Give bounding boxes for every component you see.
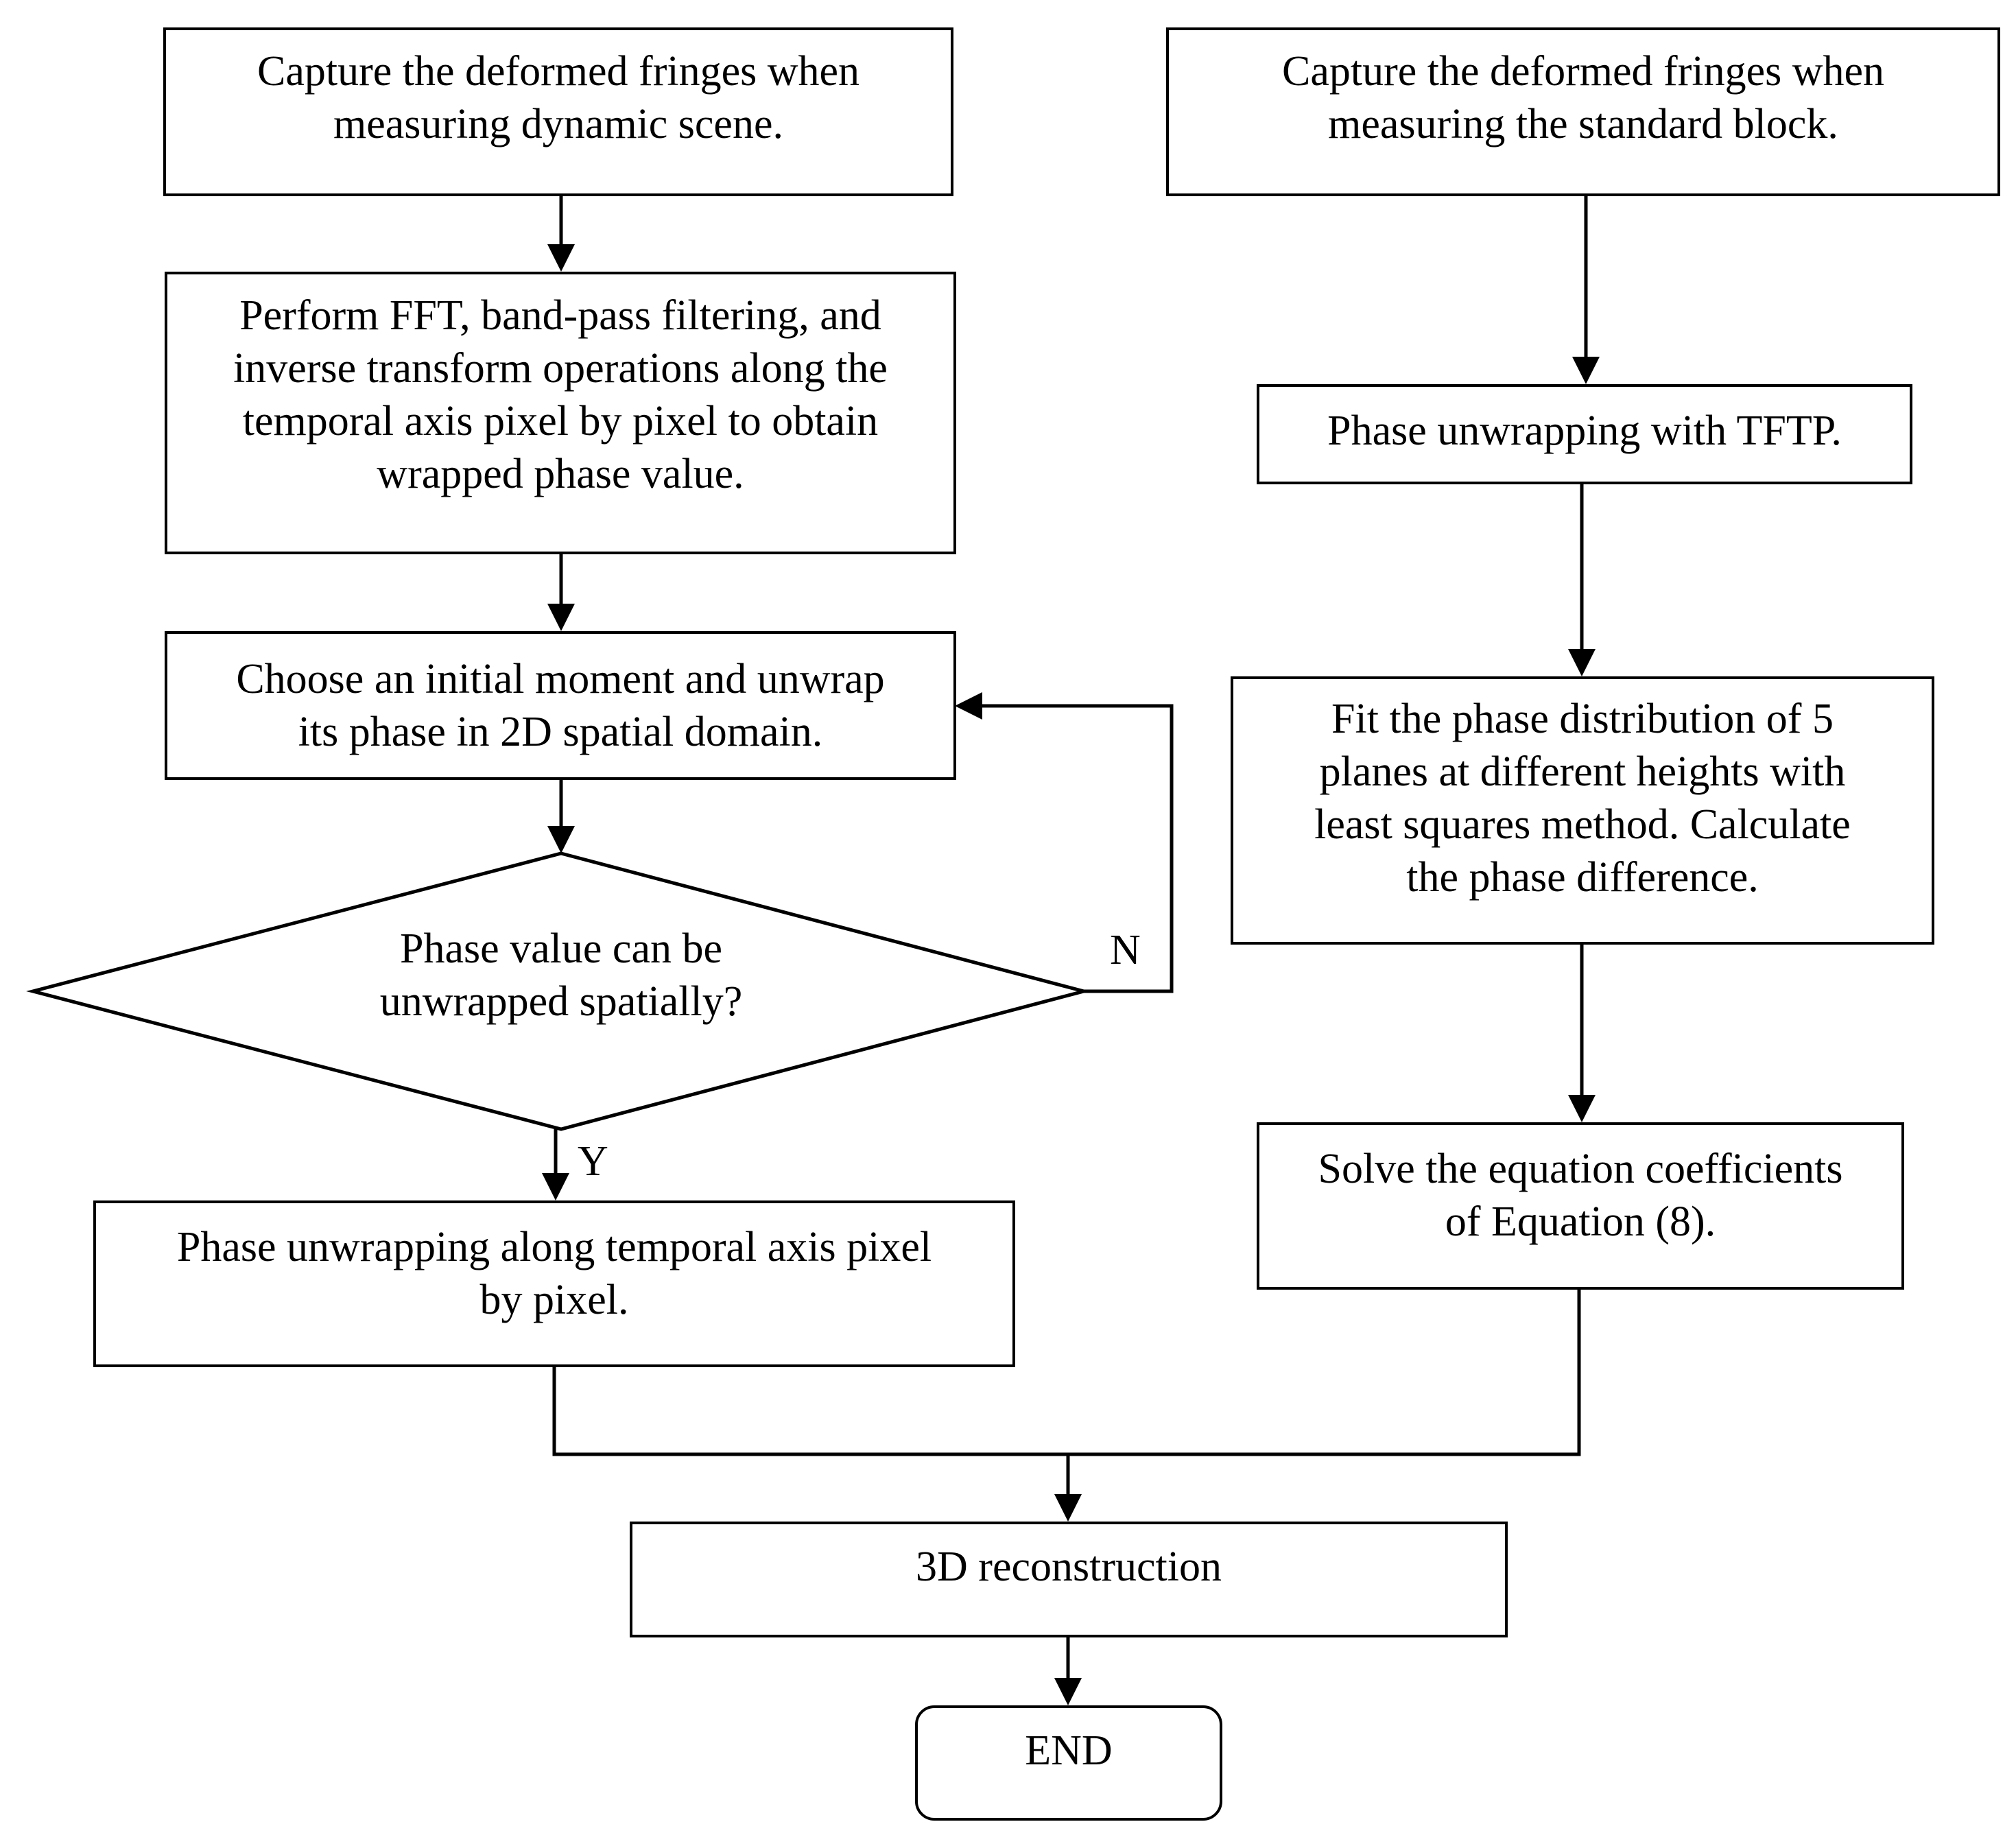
fit-planes-label: Fit the phase distribution of 5 planes a… — [1314, 696, 1851, 901]
decision-yes-label: Y — [578, 1138, 608, 1185]
arrowhead-fft-to-initial — [547, 604, 575, 631]
end-terminator: END — [915, 1705, 1222, 1821]
decision-no-label: N — [1110, 927, 1141, 973]
fft-filtering-label: Perform FFT, band-pass filtering, and in… — [233, 292, 888, 497]
solve-coefficients-box: Solve the equation coefficients of Equat… — [1257, 1122, 1904, 1290]
arrowhead-decision-yes — [542, 1173, 569, 1200]
arrowhead-capture-std-to-tftp — [1572, 357, 1600, 384]
reconstruction-box: 3D reconstruction — [630, 1522, 1508, 1637]
initial-moment-box: Choose an initial moment and unwrap its … — [165, 631, 956, 780]
arrowhead-decision-no — [955, 692, 982, 720]
decision-label: Phase value can be unwrapped spatially? — [379, 925, 743, 1025]
capture-standard-label: Capture the deformed fringes when measur… — [1281, 48, 1885, 147]
arrowhead-fit-to-solve — [1568, 1095, 1596, 1122]
arrowhead-merge-to-reconstruction — [1054, 1494, 1082, 1522]
tftp-unwrap-box: Phase unwrapping with TFTP. — [1257, 384, 1912, 484]
fft-filtering-box: Perform FFT, band-pass filtering, and in… — [165, 272, 956, 554]
tftp-unwrap-label: Phase unwrapping with TFTP. — [1327, 407, 1842, 454]
capture-dynamic-label: Capture the deformed fringes when measur… — [257, 48, 860, 147]
initial-moment-label: Choose an initial moment and unwrap its … — [236, 656, 885, 755]
arrowhead-reconstruction-to-end — [1054, 1678, 1082, 1705]
decision-diamond — [26, 851, 1091, 1131]
arrowhead-tftp-to-fit — [1568, 649, 1596, 676]
capture-standard-box: Capture the deformed fringes when measur… — [1166, 27, 2000, 196]
capture-dynamic-box: Capture the deformed fringes when measur… — [163, 27, 953, 196]
end-label: END — [1025, 1727, 1113, 1774]
arrowhead-initial-to-decision — [547, 826, 575, 853]
arrowhead-capture-to-fft — [547, 244, 575, 272]
reconstruction-label: 3D reconstruction — [916, 1543, 1222, 1590]
temporal-unwrap-label: Phase unwrapping along temporal axis pix… — [176, 1224, 932, 1323]
arrow-decision-no-loop — [981, 704, 1174, 993]
solve-coefficients-label: Solve the equation coefficients of Equat… — [1318, 1146, 1843, 1245]
fit-planes-box: Fit the phase distribution of 5 planes a… — [1231, 676, 1934, 945]
temporal-unwrap-box: Phase unwrapping along temporal axis pix… — [93, 1200, 1015, 1367]
